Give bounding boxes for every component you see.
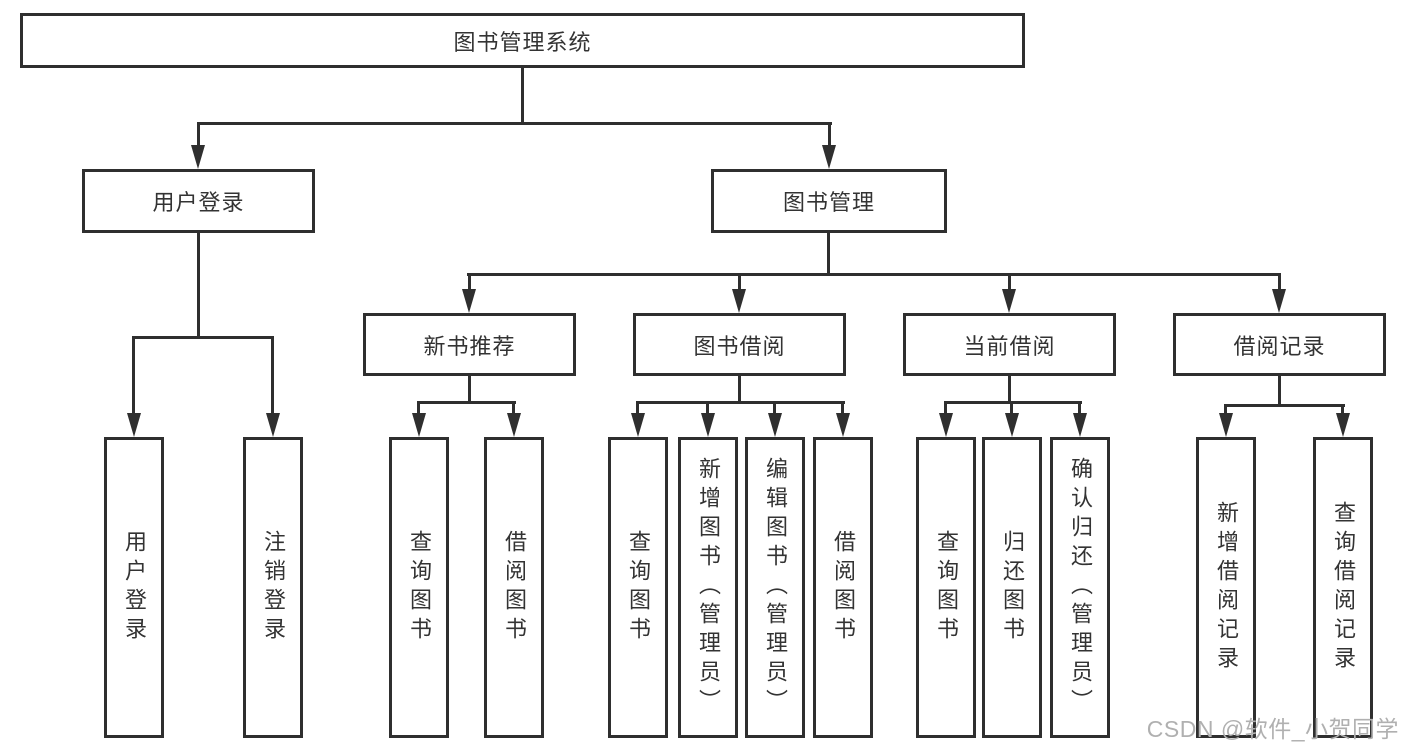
connector-line-h [132,336,274,339]
leaf-logout: 注销登录 [243,437,303,738]
node-user-login: 用户登录 [82,169,315,233]
arrowhead-down [939,413,953,437]
connector-line-v [738,273,741,292]
connector-line-h [467,273,1281,276]
leaf-cb-return-book: 归还图书 [982,437,1042,738]
connector-line-v [738,376,741,401]
leaf-br-query-record: 查询借阅记录 [1313,437,1373,738]
node-book-management: 图书管理 [711,169,947,233]
leaf-bb-borrow-book: 借阅图书 [813,437,873,738]
arrowhead-down [701,413,715,437]
arrowhead-down [631,413,645,437]
connector-line-v [841,401,844,416]
arrowhead-down [462,289,476,313]
connector-line-v [636,401,639,416]
arrowhead-down [732,289,746,313]
connector-line-v [1078,401,1081,416]
connector-line-v [521,68,524,122]
connector-line-v [468,273,471,292]
connector-line-v [271,336,274,416]
arrowhead-down [1073,413,1087,437]
leaf-rec-borrow-book: 借阅图书 [484,437,544,738]
connector-line-v [1010,401,1013,416]
connector-line-v [773,401,776,416]
node-library-management-system: 图书管理系统 [20,13,1025,68]
connector-line-h [636,401,845,404]
leaf-user-login: 用户登录 [104,437,164,738]
leaf-bb-edit-book-admin: 编辑图书（管理员） [745,437,805,738]
connector-line-v [468,376,471,401]
arrowhead-down [1272,289,1286,313]
node-book-borrowing: 图书借阅 [633,313,846,376]
arrowhead-down [836,413,850,437]
leaf-br-add-record: 新增借阅记录 [1196,437,1256,738]
connector-line-v [1224,404,1227,416]
arrowhead-down [768,413,782,437]
arrowhead-down [127,413,141,437]
node-new-book-recommendation: 新书推荐 [363,313,576,376]
leaf-rec-query-book: 查询图书 [389,437,449,738]
node-borrowing-records: 借阅记录 [1173,313,1386,376]
csdn-watermark: CSDN @软件_小贺同学 [1146,716,1399,742]
connector-line-v [132,336,135,416]
leaf-cb-query-book: 查询图书 [916,437,976,738]
connector-line-v [1278,273,1281,292]
connector-line-v [944,401,947,416]
arrowhead-down [266,413,280,437]
node-current-borrowing: 当前借阅 [903,313,1116,376]
arrowhead-down [1219,413,1233,437]
connector-line-v [827,233,830,273]
arrowhead-down [1002,289,1016,313]
leaf-cb-confirm-return-admin: 确认归还（管理员） [1050,437,1110,738]
arrowhead-down [1005,413,1019,437]
arrowhead-down [822,145,836,169]
arrowhead-down [191,145,205,169]
leaf-bb-query-book: 查询图书 [608,437,668,738]
leaf-bb-add-book-admin: 新增图书（管理员） [678,437,738,738]
connector-line-v [828,122,831,148]
connector-line-v [1008,376,1011,401]
connector-line-h [417,401,516,404]
connector-line-v [512,401,515,416]
connector-line-v [1278,376,1281,404]
connector-line-v [197,122,200,148]
connector-line-h [1224,404,1345,407]
connector-line-v [1008,273,1011,292]
connector-line-v [1341,404,1344,416]
connector-line-v [706,401,709,416]
connector-line-h [944,401,1082,404]
arrowhead-down [507,413,521,437]
connector-line-h [197,122,832,125]
connector-line-v [197,233,200,336]
connector-line-v [417,401,420,416]
arrowhead-down [412,413,426,437]
arrowhead-down [1336,413,1350,437]
